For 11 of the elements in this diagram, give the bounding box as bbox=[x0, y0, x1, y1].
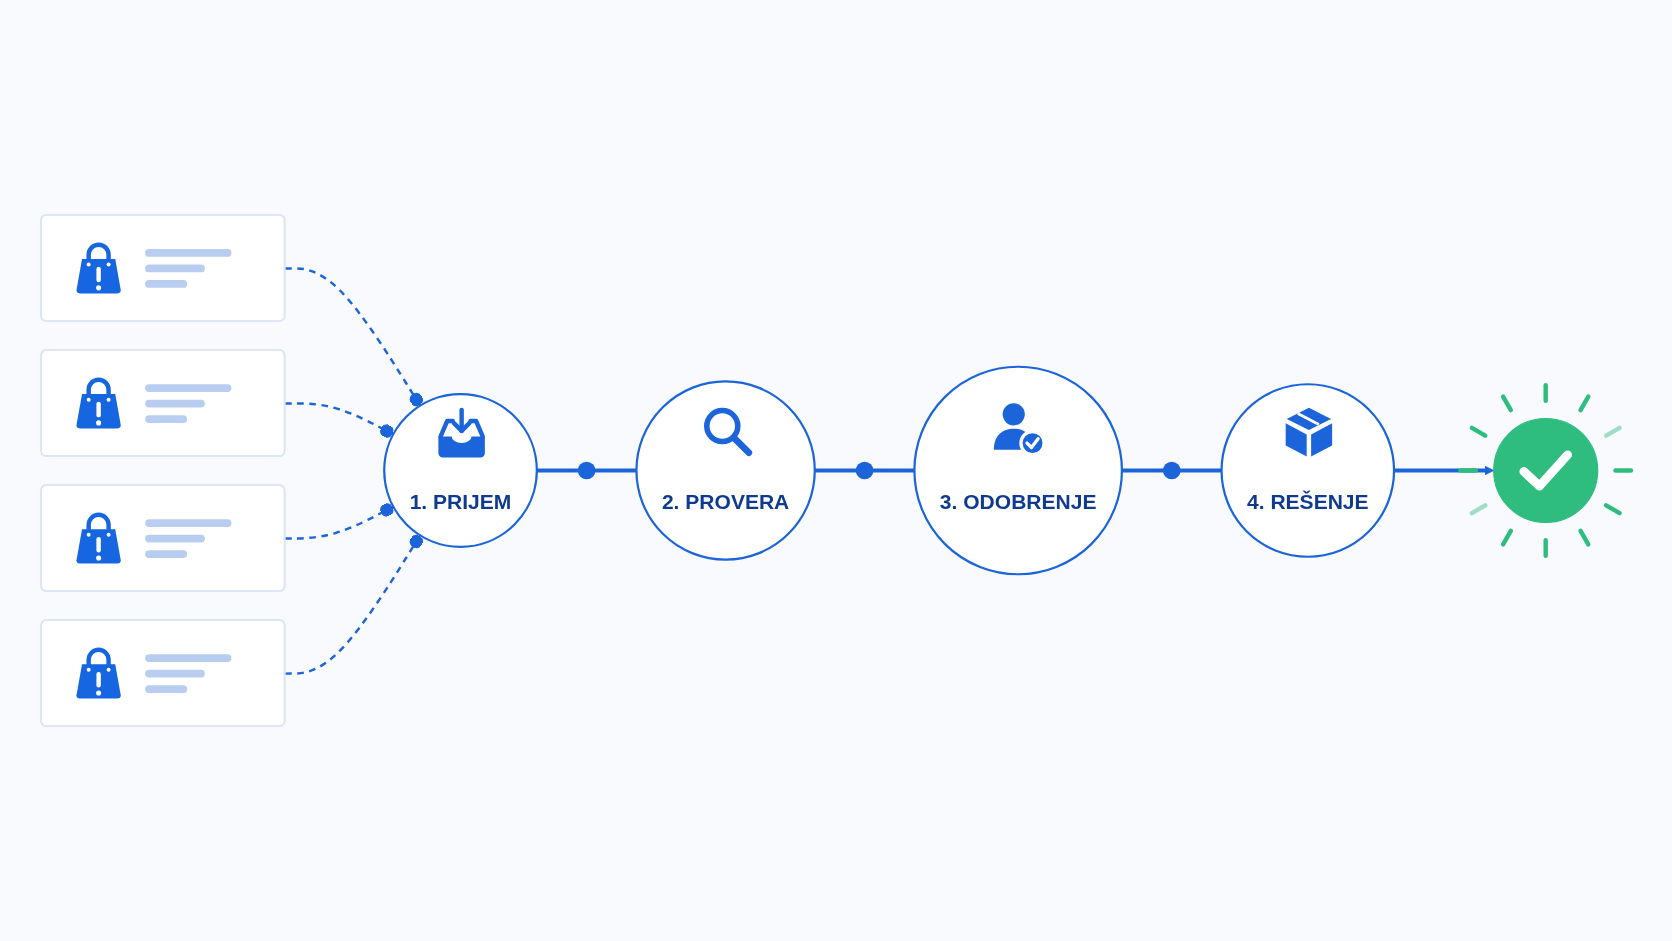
connector bbox=[1121, 468, 1222, 473]
connector bbox=[814, 468, 915, 473]
connector bbox=[536, 468, 637, 473]
connector bbox=[285, 503, 394, 540]
connector bbox=[285, 402, 394, 438]
connector bbox=[285, 267, 424, 407]
connector bbox=[285, 534, 424, 675]
node-circle: 4. REŠENJE bbox=[1220, 383, 1396, 558]
node-circle: 2. PROVERA bbox=[635, 380, 816, 561]
node-circle: 3. ODOBRENJE bbox=[913, 365, 1124, 576]
node-circle: 1. PRIJEM bbox=[383, 393, 538, 548]
